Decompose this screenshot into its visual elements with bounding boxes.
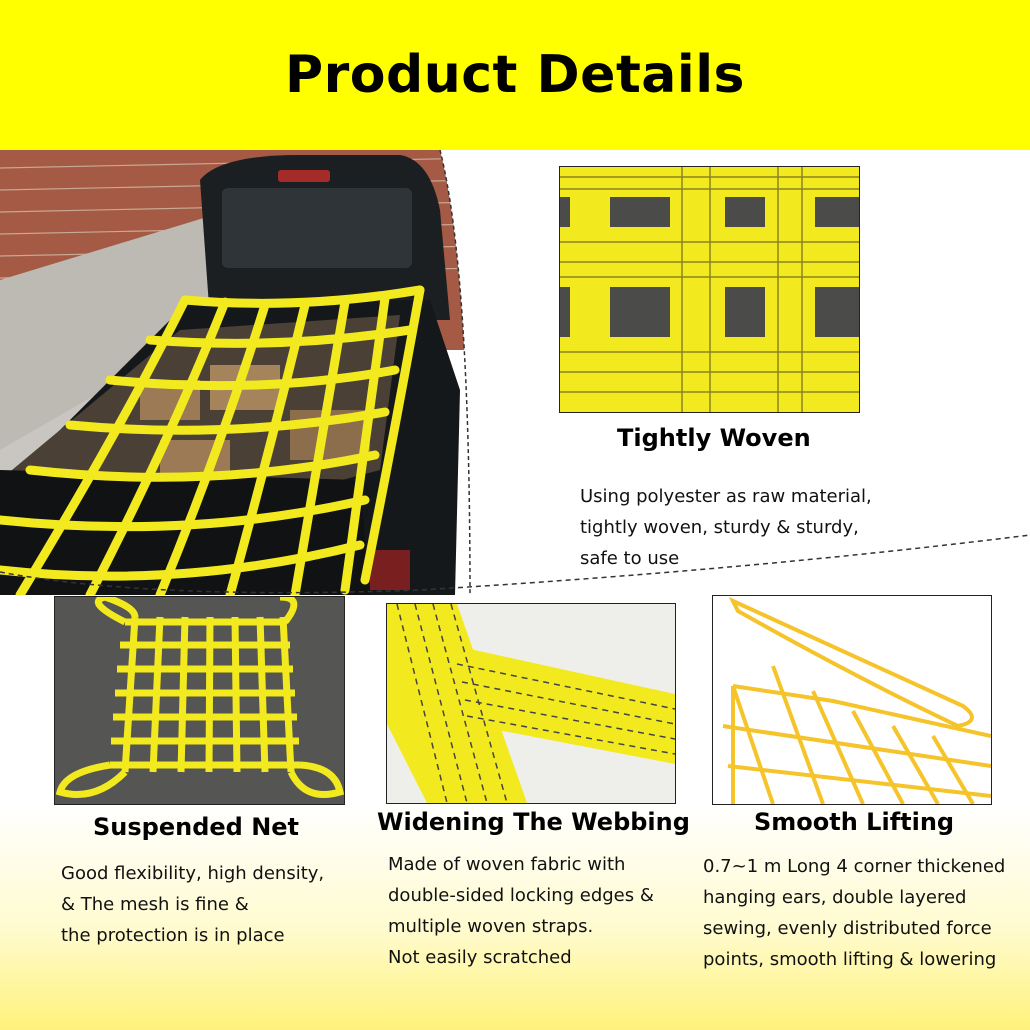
widening-webbing-title: Widening The Webbing <box>377 808 690 836</box>
tightly-woven-title: Tightly Woven <box>617 424 811 452</box>
suspended-net-title: Suspended Net <box>93 813 300 841</box>
smooth-lifting-title: Smooth Lifting <box>754 808 955 836</box>
widening-webbing-description: Made of woven fabric with double-sided l… <box>388 849 654 973</box>
widening-webbing-line-1: Made of woven fabric with <box>388 854 626 875</box>
smooth-lifting-line-4: points, smooth lifting & lowering <box>703 949 997 970</box>
suspended-net-line-3: the protection is in place <box>61 925 285 946</box>
suspended-net-photo <box>54 596 345 805</box>
tightly-woven-photo <box>559 166 860 413</box>
smooth-lifting-line-3: sewing, evenly distributed force <box>703 918 992 939</box>
suspended-net-description: Good flexibility, high density, & The me… <box>61 858 324 951</box>
smooth-lifting-photo <box>712 595 992 805</box>
smooth-lifting-line-1: 0.7~1 m Long 4 corner thickened <box>703 856 1006 877</box>
widening-webbing-line-3: multiple woven straps. <box>388 916 594 937</box>
smooth-lifting-description: 0.7~1 m Long 4 corner thickened hanging … <box>703 851 1005 975</box>
header-banner: Product Details <box>0 0 1030 150</box>
widening-webbing-photo <box>386 603 676 804</box>
suspended-net-line-1: Good flexibility, high density, <box>61 863 325 884</box>
widening-webbing-line-4: Not easily scratched <box>388 947 572 968</box>
tightly-woven-description: Using polyester as raw material, tightly… <box>580 481 872 574</box>
tightly-woven-line-3: safe to use <box>580 548 680 569</box>
suspended-net-line-2: & The mesh is fine & <box>61 894 249 915</box>
widening-webbing-line-2: double-sided locking edges & <box>388 885 654 906</box>
truck-net-photo <box>0 150 480 595</box>
tightly-woven-line-1: Using polyester as raw material, <box>580 486 872 507</box>
page-title: Product Details <box>285 45 745 105</box>
tightly-woven-line-2: tightly woven, sturdy & sturdy, <box>580 517 859 538</box>
smooth-lifting-line-2: hanging ears, double layered <box>703 887 967 908</box>
